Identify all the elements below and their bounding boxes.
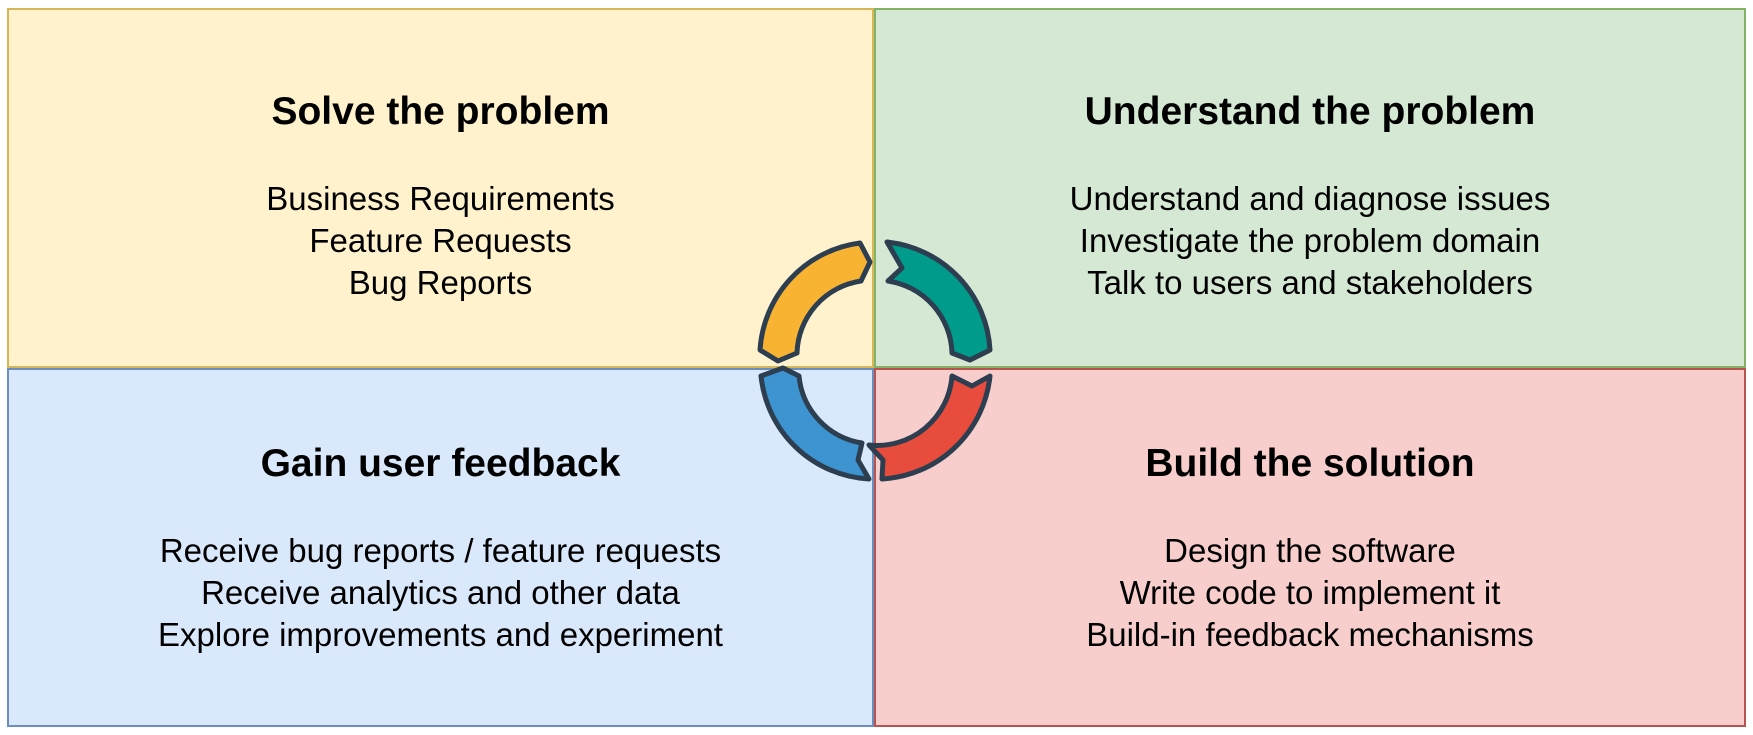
quadrant-title: Solve the problem [271, 90, 610, 133]
quadrant-line-list: Design the software Write code to implem… [876, 530, 1744, 656]
cycle-arrow-blue-icon [758, 365, 872, 482]
quadrant-title: Understand the problem [1084, 90, 1536, 133]
quadrant-build-the-solution: Build the solution Design the software W… [874, 368, 1746, 727]
quadrant-line: Investigate the problem domain [1079, 222, 1541, 259]
quadrant-line-list: Business Requirements Feature Requests B… [9, 178, 872, 304]
quadrant-line: Build-in feedback mechanisms [1086, 616, 1534, 653]
quadrant-title: Build the solution [1145, 442, 1475, 485]
quadrant-solve-the-problem: Solve the problem Business Requirements … [7, 8, 874, 368]
cycle-arrow-teal-icon [884, 239, 993, 363]
quadrant-line: Feature Requests [309, 222, 572, 259]
quadrant-line: Receive bug reports / feature requests [159, 532, 722, 569]
quadrant-understand-the-problem: Understand the problem Understand and di… [874, 8, 1746, 368]
quadrant-line: Bug Reports [348, 264, 533, 301]
quadrant-gain-user-feedback: Gain user feedback Receive bug reports /… [7, 368, 874, 727]
quadrant-line: Write code to implement it [1119, 574, 1501, 611]
quadrant-line: Business Requirements [266, 180, 615, 217]
cycle-arrow-red-icon [866, 373, 993, 482]
quadrant-line: Explore improvements and experiment [158, 616, 723, 653]
quadrant-title: Gain user feedback [260, 442, 621, 485]
quadrant-line: Receive analytics and other data [201, 574, 680, 611]
quadrant-line: Talk to users and stakeholders [1087, 264, 1533, 301]
quadrant-line: Design the software [1164, 532, 1456, 569]
cycle-arrow-yellow-icon [757, 240, 873, 364]
quadrant-line: Understand and diagnose issues [1069, 180, 1551, 217]
quadrant-line-list: Receive bug reports / feature requests R… [9, 530, 872, 656]
quadrant-line-list: Understand and diagnose issues Investiga… [876, 178, 1744, 304]
